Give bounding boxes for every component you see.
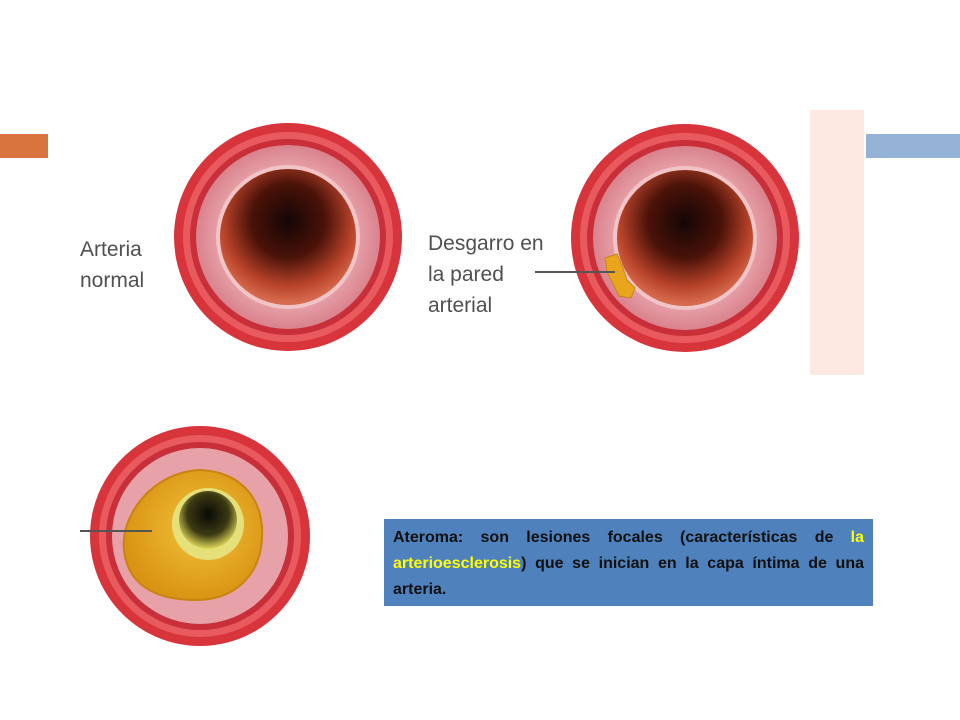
tear-lesion xyxy=(604,253,636,299)
decorative-pink-strip xyxy=(810,110,864,375)
accent-bar-right xyxy=(866,134,960,158)
caption-text-1: Ateroma: son lesiones focales (caracterí… xyxy=(393,529,851,546)
tear-label-line-2: la pared xyxy=(428,263,504,286)
atheroma-artery-illustration xyxy=(90,426,310,646)
tear-label: Desgarro en la pared arterial xyxy=(428,228,544,321)
atheroma-caption: Ateroma: son lesiones focales (caracterí… xyxy=(384,519,873,606)
normal-label-line-1: Arteria xyxy=(80,238,142,261)
normal-label-line-2: normal xyxy=(80,269,145,292)
caption-text-2: ) que se inician en la capa íntima de un… xyxy=(393,555,864,598)
tear-pointer-line xyxy=(535,271,615,273)
tear-label-line-3: arterial xyxy=(428,294,493,317)
atheroma-pointer-line xyxy=(80,530,152,532)
tear-label-line-1: Desgarro en xyxy=(428,232,544,255)
caption-highlight: la arterioesclerosis xyxy=(393,529,864,572)
torn-wall-artery-illustration xyxy=(571,124,799,352)
accent-bar-left xyxy=(0,134,48,158)
normal-artery-illustration xyxy=(174,123,402,351)
normal-artery-label: Arteria normal xyxy=(80,234,144,296)
